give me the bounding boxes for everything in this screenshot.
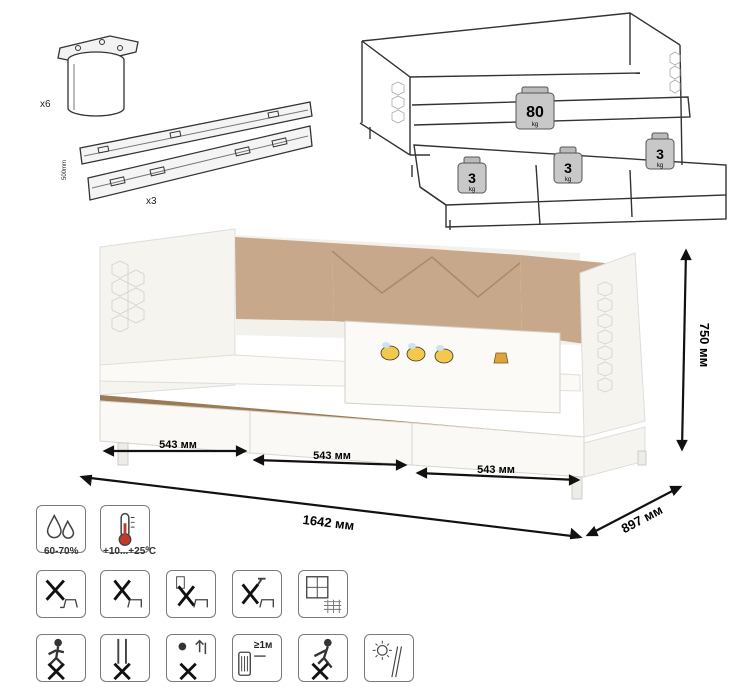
no-direct-sunlight-icon: [364, 634, 414, 682]
thermometer-icon: [100, 505, 150, 553]
humidity-label: 60-70%: [44, 546, 79, 557]
total-length: 1642 мм: [302, 512, 355, 533]
drawer-2-load-unit: kg: [565, 177, 571, 183]
drawer-1-load-unit: kg: [469, 187, 475, 193]
bee-icon: [380, 342, 400, 361]
rail-length: 500mm: [62, 159, 68, 180]
temperature-label: +10...+25ºC: [103, 546, 157, 557]
bed-leg: [117, 442, 129, 466]
drawer-2-load: 3: [564, 160, 572, 176]
no-wet-cleaning-icon: [36, 570, 86, 618]
total-height: 750 мм: [697, 323, 712, 368]
bee-icon: [434, 345, 454, 364]
main-load-unit: kg: [532, 122, 538, 128]
humidity-icon: [36, 505, 86, 553]
no-spray-icon: [166, 570, 216, 618]
bee-icon: [406, 343, 426, 362]
bed-leg: [571, 476, 583, 500]
window-sunlight-icon: [298, 570, 348, 618]
weight-3kg-icon: [457, 156, 487, 194]
left-headboard: [99, 228, 236, 396]
back-pillow: [432, 249, 522, 335]
drawer-2-width: 543 мм: [313, 450, 351, 462]
weight-3kg-icon: [645, 132, 675, 170]
rail-quantity: x3: [146, 196, 157, 207]
load-diagram: 80 kg 3 kg 3 kg 3 kg: [359, 12, 727, 230]
no-hammer-icon: [232, 570, 282, 618]
right-headboard: [579, 252, 646, 438]
drawer-front: [411, 422, 585, 478]
no-standing-icon: [100, 634, 150, 682]
main-load-value: 80: [526, 104, 544, 121]
back-pillow: [235, 237, 334, 321]
distance-label: ≥1м: [254, 640, 273, 651]
no-jumping-icon: [36, 634, 86, 682]
weight-3kg-icon: [553, 146, 583, 184]
back-pillow: [332, 243, 432, 329]
honey-pot-icon: [493, 352, 509, 364]
drawer-3-load: 3: [656, 146, 664, 162]
drawer-1-width: 543 мм: [159, 439, 197, 451]
drawer-3-load-unit: kg: [657, 163, 663, 169]
drawer-rail-icon: [79, 101, 313, 165]
drawer-3-width: 543 мм: [477, 464, 515, 476]
bed-illustration: 543 мм 543 мм 543 мм 1642 мм 897 мм 750 …: [79, 228, 712, 540]
heater-distance-icon: [232, 634, 282, 682]
no-climbing-icon: [166, 634, 216, 682]
drawer-rail-icon: [87, 125, 313, 201]
drawer-1-load: 3: [468, 170, 476, 186]
no-abrasive-icon: [100, 570, 150, 618]
furniture-leg-icon: [57, 35, 139, 117]
safety-rail: [344, 320, 561, 414]
leg-quantity: x6: [40, 99, 51, 110]
no-dragging-icon: [298, 634, 348, 682]
weight-80kg-icon: [515, 86, 555, 130]
hardware-illustration: [57, 35, 313, 201]
bed-leg: [637, 450, 647, 466]
